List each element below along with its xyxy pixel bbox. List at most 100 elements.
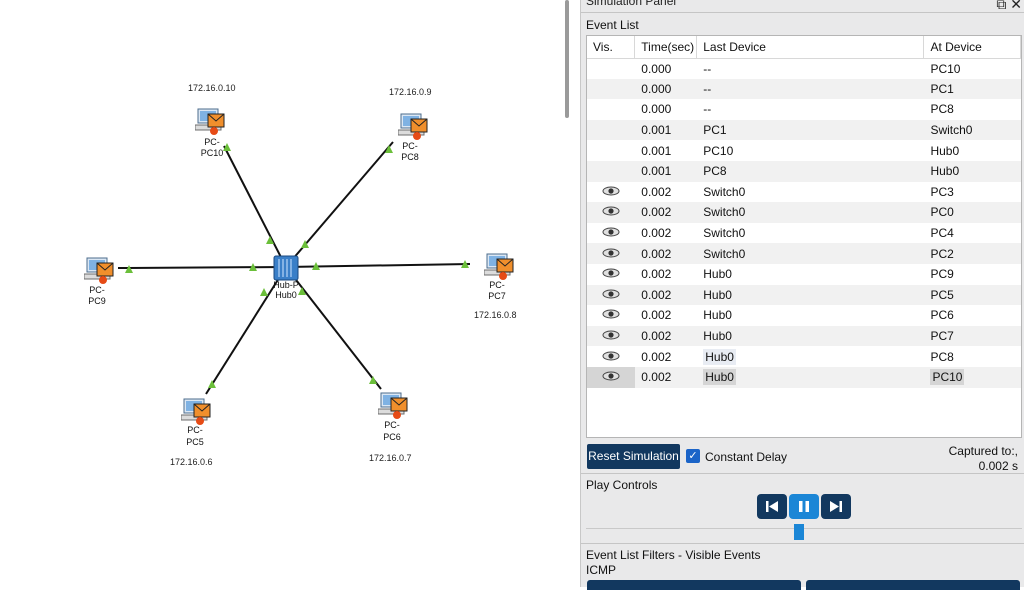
speed-slider-thumb[interactable] [794,524,804,540]
last-device-cell: Switch0 [697,223,924,244]
at-device-cell: PC4 [924,223,1021,244]
pc-icon[interactable] [195,106,225,136]
pc7-ip: 172.16.0.8 [474,310,517,320]
vis-cell[interactable] [587,264,635,285]
vis-cell[interactable] [587,366,635,388]
pc9-type-label: PC- [89,285,105,295]
pc10-type-label: PC- [204,137,220,147]
pause-button[interactable] [789,494,819,519]
eye-icon[interactable] [602,268,620,278]
pc5-ip: 172.16.0.6 [170,457,213,467]
eye-icon[interactable] [602,351,620,361]
show-all-none-button[interactable] [806,580,1020,590]
skip-forward-icon [830,501,842,512]
constant-delay-checkbox[interactable]: ✓ [686,449,700,463]
hub-type-label: Hub-P [273,280,299,290]
vis-cell[interactable] [587,223,635,244]
eye-icon[interactable] [602,330,620,340]
vis-cell[interactable] [587,140,635,161]
at-device-text: PC5 [930,287,954,302]
event-row[interactable]: 0.000--PC10 [587,58,1021,79]
filters-label: Event List Filters - Visible Events [586,548,761,562]
pc10-label: PC10 [200,148,224,158]
last-device-cell: Switch0 [697,182,924,203]
vis-cell[interactable] [587,119,635,141]
at-device-cell: PC0 [923,202,1021,223]
vis-cell[interactable] [587,202,635,223]
pc-icon[interactable] [484,251,514,281]
hub-icon[interactable] [271,253,301,283]
speed-slider-track[interactable] [586,528,1022,534]
event-row[interactable]: 0.000--PC1 [587,78,1021,100]
vis-cell[interactable] [587,305,635,326]
col-time[interactable]: Time(sec) [634,36,698,59]
vis-cell[interactable] [587,325,635,347]
pc-icon[interactable] [398,111,428,141]
at-device-cell: PC8 [924,346,1021,367]
col-at-device[interactable]: At Device [923,36,1021,59]
vis-cell[interactable] [587,284,635,306]
at-device-cell: PC8 [924,99,1021,120]
last-device-text: -- [703,61,712,76]
vis-cell[interactable] [587,243,635,264]
eye-icon[interactable] [602,227,620,237]
vis-cell[interactable] [587,99,635,120]
time-cell: 0.002 [641,308,672,323]
pc5-type-label: PC- [187,425,203,435]
vis-cell[interactable] [587,78,635,100]
eye-icon[interactable] [602,371,620,381]
at-device-text: PC10 [930,369,965,386]
edit-filters-button[interactable] [587,580,801,590]
pc8-label: PC8 [401,152,419,162]
at-device-cell: Hub0 [924,140,1021,161]
last-device-cell: Hub0 [696,284,924,306]
at-device-cell: PC3 [924,182,1021,203]
vis-cell[interactable] [587,58,635,79]
eye-icon[interactable] [602,186,620,196]
col-vis[interactable]: Vis. [587,36,636,59]
col-last-device[interactable]: Last Device [696,36,925,59]
vis-cell[interactable] [587,346,635,367]
pc-icon[interactable] [181,396,211,426]
at-device-text: PC10 [930,61,961,76]
eye-icon[interactable] [602,309,620,319]
topology-canvas[interactable]: Hub-P Hub0 172.16.0.10 PC- PC10 172.16.0… [0,0,560,587]
at-device-cell: PC5 [923,284,1021,306]
last-device-cell: PC1 [696,119,924,141]
at-device-cell: PC6 [924,305,1021,326]
event-row[interactable]: 0.000--PC8 [587,99,1021,120]
vis-cell[interactable] [587,160,635,182]
panel-window-controls[interactable]: ⧉ ✕ [996,0,1022,13]
pc-icon[interactable] [378,390,408,420]
forward-button[interactable] [821,494,851,519]
back-button[interactable] [757,494,787,519]
reset-simulation-button[interactable]: Reset Simulation [587,444,680,469]
eye-icon[interactable] [602,206,620,216]
eye-icon[interactable] [602,248,620,258]
vis-cell[interactable] [587,182,635,203]
last-device-cell: Hub0 [697,305,924,326]
canvas-scrollbar[interactable] [565,0,569,118]
event-list-table[interactable]: Vis. Time(sec) Last Device At Device 0.0… [586,35,1022,438]
at-device-cell: PC10 [924,58,1021,79]
eye-icon[interactable] [602,289,620,299]
undock-icon[interactable]: ⧉ [996,0,1007,12]
pc5-label: PC5 [186,437,204,447]
pc-icon[interactable] [84,255,114,285]
last-device-cell: Hub0 [697,264,924,285]
close-icon[interactable]: ✕ [1010,0,1022,12]
panel-title: Simulation Panel [586,0,677,8]
